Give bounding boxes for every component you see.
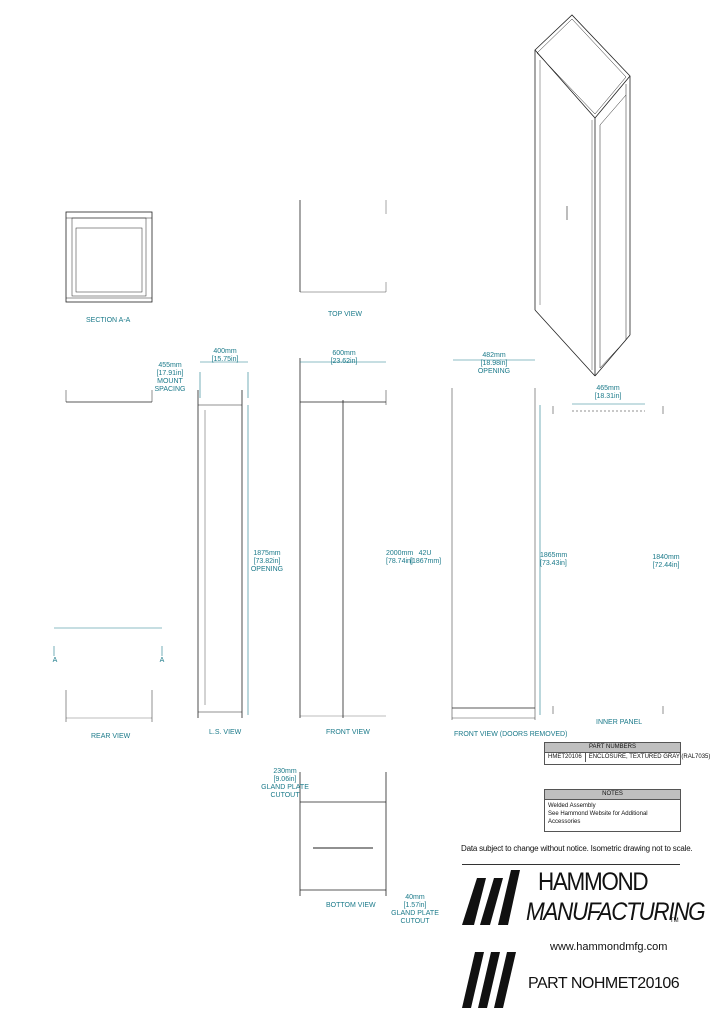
- section-marker-left: A: [52, 657, 58, 664]
- ls-view-drawing: [197, 390, 243, 718]
- front-view-doors-removed-drawing: [451, 388, 536, 720]
- section-marker-right: A: [159, 657, 165, 664]
- hammond-logo: [462, 870, 520, 1008]
- dim-side-opening: 1875mm [73.82in] OPENING: [250, 550, 284, 573]
- inner-panel-drawing: [552, 406, 664, 714]
- label-rear-view: REAR VIEW: [91, 733, 131, 740]
- dim-overall-height: 2000mm [78.74in]: [386, 550, 414, 565]
- front-view-drawing: [299, 358, 387, 718]
- part-numbers-header: PART NUMBERS: [545, 743, 680, 753]
- brand-block: HAMMOND MANUFACTURING TM www.hammondmfg.…: [462, 864, 706, 1014]
- dim-opening-width: 482mm [18.98in] OPENING: [477, 352, 511, 375]
- note-line: See Hammond Website for Additional Acces…: [548, 811, 648, 825]
- dim-rack-height: 42U [1867mm]: [410, 550, 442, 565]
- label-bottom-view: BOTTOM VIEW: [326, 902, 376, 909]
- part-numbers-table: PART NUMBERS HMET20106 ENCLOSURE, TEXTUR…: [544, 742, 710, 765]
- brand-name-line1: HAMMOND: [538, 868, 649, 896]
- disclaimer-text: Data subject to change without notice. I…: [461, 844, 693, 853]
- notes-header: NOTES: [545, 790, 680, 800]
- rear-view-drawing: [65, 390, 153, 722]
- part-number-label: PART NO: [528, 975, 594, 992]
- dim-front-rail-height: 1865mm [73.43in]: [540, 552, 568, 567]
- dim-gland-cutout-bottom: 40mm [1.57in] GLAND PLATE CUTOUT: [391, 894, 439, 925]
- notes-table: NOTES Welded Assembly See Hammond Websit…: [544, 789, 681, 832]
- bottom-view-drawing: [299, 772, 387, 896]
- label-section-aa: SECTION A-A: [86, 317, 131, 324]
- brand-divider: [462, 864, 680, 865]
- dim-overall-depth: 400mm [15.75in]: [211, 348, 239, 363]
- dim-inner-panel-width: 465mm [18.31in]: [594, 385, 622, 400]
- label-front-view: FRONT VIEW: [326, 729, 370, 736]
- dim-mount-depth: 455mm [17.91in] MOUNT SPACING: [154, 362, 186, 393]
- part-number-title: PART NOHMET20106: [528, 975, 680, 993]
- note-line: Welded Assembly: [548, 803, 596, 809]
- label-top-view: TOP VIEW: [328, 311, 362, 318]
- label-front-view-doors-removed: FRONT VIEW (DOORS REMOVED): [454, 731, 568, 738]
- label-ls-view: L.S. VIEW: [209, 729, 242, 736]
- part-number-value: HMET20106: [593, 975, 680, 992]
- brand-website: www.hammondmfg.com: [550, 941, 668, 953]
- isometric-cabinet: [534, 14, 631, 377]
- label-inner-panel: INNER PANEL: [596, 719, 643, 726]
- top-view-drawing: [299, 200, 387, 293]
- dim-inner-panel-height: 1840mm [72.44in]: [652, 554, 680, 569]
- dim-front-width: 600mm [23.62in]: [330, 350, 358, 365]
- brand-trademark: TM: [670, 918, 679, 924]
- part-number-cell: HMET20106: [545, 753, 586, 762]
- brand-name-line2: MANUFACTURING: [526, 898, 706, 926]
- dim-gland-cutout: 230mm [9.06in] GLAND PLATE CUTOUT: [261, 768, 309, 799]
- table-row: HMET20106 ENCLOSURE, TEXTURED GRAY (RAL7…: [545, 753, 710, 762]
- section-aa-drawing: [65, 211, 153, 303]
- part-description-cell: ENCLOSURE, TEXTURED GRAY (RAL7035): [588, 754, 711, 760]
